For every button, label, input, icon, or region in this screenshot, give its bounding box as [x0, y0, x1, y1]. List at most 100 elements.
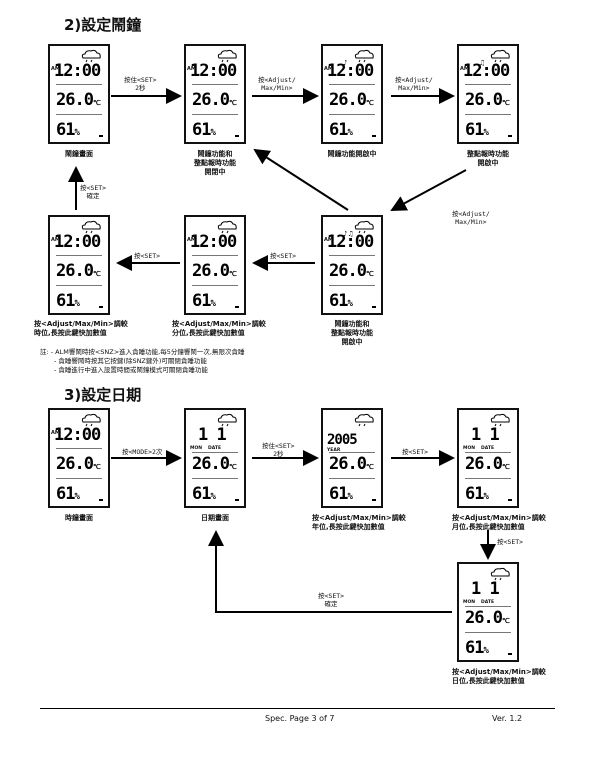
caption-set-month: 按<Adjust/Max/Min>調較月位,長按此鍵快加數值: [452, 514, 546, 531]
lcd-mon-label: MON: [463, 600, 476, 605]
lcd-temperature: 26.0℃: [192, 261, 237, 281]
lcd-time: 12:00: [463, 61, 510, 81]
lcd-mon-label: MON: [190, 446, 203, 451]
arrow-label-d4-d5: 按<SET>: [497, 538, 524, 546]
lcd-temperature: 26.0℃: [329, 261, 374, 281]
bell-icon: ♪: [343, 59, 348, 67]
lcd-screen-date: 1 1 MON DATE 26.0℃ 61%: [184, 408, 246, 508]
am-indicator: AM: [187, 237, 196, 243]
am-indicator: AM: [460, 66, 469, 72]
lcd-time: 12:00: [190, 61, 237, 81]
caption-alarm-on: 鬧鐘功能開啟中: [327, 150, 377, 158]
cloud-rain-icon: [217, 413, 237, 427]
lcd-temperature: 26.0℃: [465, 608, 510, 628]
am-indicator: AM: [324, 237, 333, 243]
lcd-screen-set-day: 1 1 MON DATE 26.0℃ 61%: [457, 562, 519, 662]
note-line-1: 註: - ALM響鬧時按<SNZ>進入貪睡功能,每5分鐘響鬧一次,無限次貪睡: [40, 348, 245, 356]
lcd-date-label: DATE: [481, 600, 495, 605]
lcd-humidity: 61%: [56, 120, 80, 140]
footer-page-number: Spec. Page 3 of 7: [265, 714, 335, 723]
lcd-temperature: 26.0℃: [329, 90, 374, 110]
lcd-date-label: DATE: [481, 446, 495, 451]
cloud-rain-icon: [354, 49, 374, 63]
lcd-date-label: DATE: [208, 446, 222, 451]
lcd-time: 12:00: [190, 232, 237, 252]
lcd-humidity: 61%: [56, 484, 80, 504]
lcd-date: 1 1: [471, 579, 500, 599]
caption-set-year: 按<Adjust/Max/Min>調較年位,長按此鍵快加數值: [312, 514, 406, 531]
lcd-time: 12:00: [54, 61, 101, 81]
am-indicator: AM: [51, 430, 60, 436]
note-line-3: - 貪睡進行中進入設置時間或鬧鐘模式可關閉貪睡功能: [54, 366, 208, 374]
lcd-screen-clock: AM 12:00 26.0℃ 61%: [48, 408, 110, 508]
caption-alarm-main: 鬧鐘畫面: [65, 150, 93, 158]
am-indicator: AM: [187, 66, 196, 72]
lcd-humidity: 61%: [192, 484, 216, 504]
caption-set-day: 按<Adjust/Max/Min>調較日位,長按此鍵快加數值: [452, 668, 546, 685]
arrow-a4-a5: [390, 169, 467, 211]
lcd-time: 12:00: [54, 425, 101, 445]
lcd-temperature: 26.0℃: [56, 454, 101, 474]
cloud-rain-icon: [354, 413, 374, 427]
bell-icon: ♪♫: [343, 230, 354, 238]
lcd-screen-set-hour: AM 12:00 26.0℃ 61%: [48, 215, 110, 315]
arrow-label-a2-a3: 按<Adjust/Max/Min>: [258, 76, 296, 92]
lcd-year-label: YEAR: [327, 448, 341, 453]
lcd-humidity: 61%: [329, 120, 353, 140]
arrow-label-d3-d4: 按<SET>: [402, 448, 429, 456]
lcd-screen-chime-on: AM ♫ 12:00 26.0℃ 61%: [457, 44, 519, 144]
arrow-label-a6-a7: 按<SET>: [134, 252, 161, 260]
cloud-rain-icon: [354, 220, 374, 234]
arrow-label-a3-a4: 按<Adjust/Max/Min>: [395, 76, 433, 92]
am-indicator: AM: [51, 237, 60, 243]
lcd-humidity: 61%: [56, 291, 80, 311]
lcd-temperature: 26.0℃: [56, 90, 101, 110]
lcd-temperature: 26.0℃: [465, 90, 510, 110]
cloud-rain-icon: [217, 220, 237, 234]
lcd-screen-set-month: 1 1 MON DATE 26.0℃ 61%: [457, 408, 519, 508]
lcd-screen-alarm-main: AM 12:00 26.0℃ 61%: [48, 44, 110, 144]
lcd-screen-set-year: 2005 YEAR 26.0℃ 61%: [321, 408, 383, 508]
bell-icon: ♫: [479, 59, 486, 67]
arrow-d5-d2: [208, 530, 452, 613]
cloud-rain-icon: [490, 567, 510, 581]
caption-alarm-chime-on: 鬧鐘功能和整點報時功能開啟中: [331, 320, 373, 346]
lcd-date: 1 1: [198, 425, 227, 445]
caption-chime-on: 整點報時功能開啟中: [467, 150, 509, 167]
alarm-section-title: 2)設定鬧鐘: [64, 16, 142, 34]
lcd-mon-label: MON: [463, 446, 476, 451]
lcd-humidity: 61%: [192, 291, 216, 311]
lcd-time: 12:00: [54, 232, 101, 252]
lcd-humidity: 61%: [192, 120, 216, 140]
lcd-time: 12:00: [327, 232, 374, 252]
cloud-rain-icon: [217, 49, 237, 63]
lcd-humidity: 61%: [329, 484, 353, 504]
footer-version: Ver. 1.2: [492, 714, 523, 723]
lcd-screen-alarm-chime-on: AM ♪♫ 12:00 26.0℃ 61%: [321, 215, 383, 315]
lcd-temperature: 26.0℃: [329, 454, 374, 474]
cloud-rain-icon: [490, 49, 510, 63]
caption-clock: 時鐘畫面: [65, 514, 93, 522]
lcd-screen-alarm-off: AM 12:00 26.0℃ 61%: [184, 44, 246, 144]
arrow-label-d1-d2: 按<MODE>2次: [122, 448, 163, 456]
lcd-temperature: 26.0℃: [465, 454, 510, 474]
caption-date: 日期畫面: [201, 514, 229, 522]
arrow-label-a1-a2: 按住<SET>2秒: [124, 76, 157, 92]
date-section-title: 3)設定日期: [64, 386, 142, 404]
caption-set-hour: 按<Adjust/Max/Min>調較時位,長按此鍵快加數值: [34, 320, 128, 337]
lcd-humidity: 61%: [329, 291, 353, 311]
caption-set-minute: 按<Adjust/Max/Min>調較分位,長按此鍵快加數值: [172, 320, 266, 337]
lcd-humidity: 61%: [465, 120, 489, 140]
lcd-humidity: 61%: [465, 484, 489, 504]
cloud-rain-icon: [81, 49, 101, 63]
arrow-label-a7-a1: 按<SET>確定: [80, 184, 107, 200]
arrow-label-a5-a6: 按<SET>: [270, 252, 297, 260]
arrow-label-d2-d3: 按住<SET>2秒: [262, 442, 295, 458]
note-line-2: - 貪睡響鬧時按其它按鍵(除SNZ鍵外)可關閉貪睡功能: [54, 357, 207, 365]
lcd-temperature: 26.0℃: [192, 90, 237, 110]
lcd-time: 12:00: [327, 61, 374, 81]
arrow-label-a4-a5: 按<Adjust/Max/Min>: [452, 210, 490, 226]
caption-alarm-off: 鬧鐘功能和整點報時功能開閉中: [194, 150, 236, 176]
lcd-date: 1 1: [471, 425, 500, 445]
